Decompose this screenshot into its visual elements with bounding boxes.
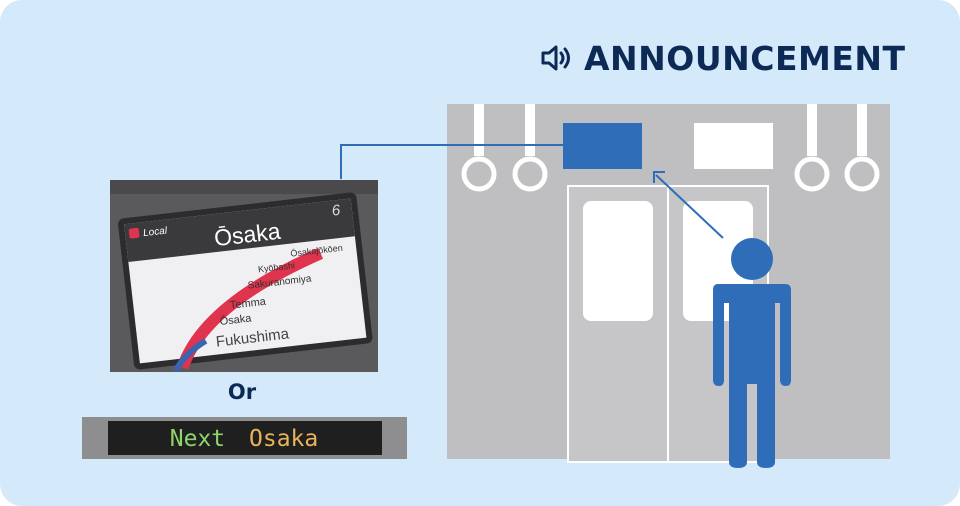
lcd-header-bar (124, 198, 355, 263)
overhead-display (694, 123, 773, 169)
overhead-display-highlighted (563, 123, 642, 169)
led-display-text: Next Osaka (170, 426, 319, 452)
passenger-figure (713, 238, 791, 468)
lcd-display-photo: Local 6 Ōsaka Ōsakajōkōen Kyōbashi Sakur… (110, 180, 378, 372)
led-station: Osaka (249, 426, 318, 452)
station-name: Kyōbashi (257, 260, 295, 274)
hand-strap-left-1 (461, 104, 497, 192)
led-prefix: Next (170, 426, 225, 452)
door-window-left (583, 201, 653, 321)
route-line-secondary (173, 338, 208, 372)
door-number: 6 (331, 202, 342, 220)
led-display-photo: Next Osaka (82, 417, 407, 459)
announcement-header: ANNOUNCEMENT (540, 36, 906, 80)
line-badge (128, 227, 140, 239)
connector-line (340, 144, 563, 179)
station-name: Temma (229, 296, 267, 312)
gaze-arrow (653, 171, 724, 239)
service-type: Local (143, 225, 169, 239)
hand-strap-right-2 (844, 104, 880, 192)
announcement-title: ANNOUNCEMENT (584, 38, 906, 78)
speaker-icon (541, 45, 570, 71)
station-name: Ōsaka (219, 312, 253, 328)
train-car (447, 104, 890, 463)
hand-strap-right-1 (794, 104, 830, 192)
or-separator: Or (227, 380, 257, 404)
hand-strap-left-2 (512, 104, 548, 192)
